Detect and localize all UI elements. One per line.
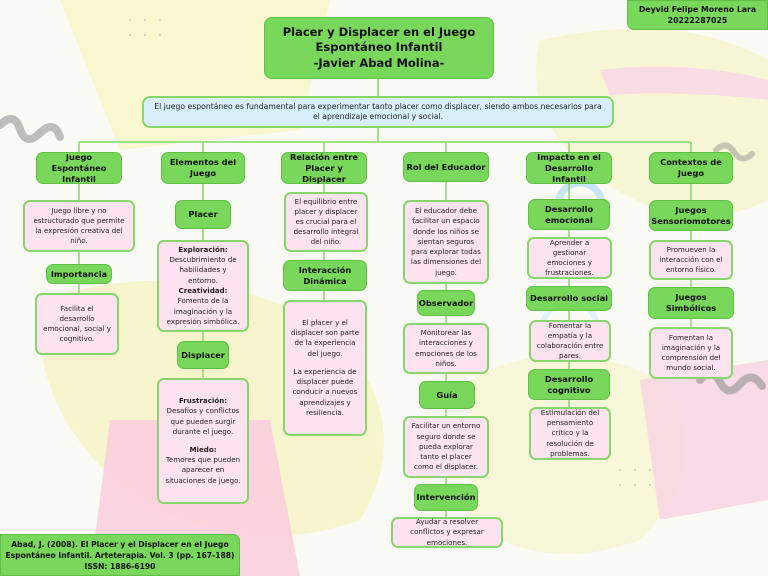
leaf-emocional: Aprender a gestionar emociones y frustra… — [527, 237, 612, 279]
leaf-equilibrio: El equilibrio entre placer y displacer e… — [284, 192, 368, 252]
leaf-intervencion: Ayudar a resolver conflictos y expresar … — [391, 517, 503, 548]
title-line-2: Espontáneo Infantil — [315, 40, 443, 55]
node-juegos-sensoriomotores: Juegos Sensoriomotores — [649, 200, 733, 231]
author-name: Deyvid Felipe Moreno Lara — [638, 5, 757, 14]
node-impacto: Impacto en el Desarrollo Infantil — [526, 152, 612, 184]
node-elementos: Elementos del Juego — [161, 152, 245, 184]
node-guia: Guía — [419, 381, 475, 409]
node-contextos: Contextos de Juego — [649, 152, 733, 184]
node-importancia: Importancia — [46, 264, 112, 284]
author-id: 20222287025 — [667, 16, 728, 25]
author-box: Deyvid Felipe Moreno Lara 20222287025 — [627, 0, 768, 30]
node-juego-espontaneo: Juego Espontáneo Infantil — [36, 152, 122, 184]
node-rol-educador: Rol del Educador — [403, 152, 489, 182]
reference-box: Abad, J. (2008). El Placer y el Displace… — [0, 534, 240, 576]
node-observador: Observador — [417, 290, 475, 316]
node-displacer: Displacer — [177, 341, 229, 369]
intro-statement: El juego espontáneo es fundamental para … — [142, 96, 614, 128]
leaf-social: Fomentar la empatía y la colaboración en… — [529, 320, 611, 362]
node-placer: Placer — [175, 200, 231, 229]
leaf-simbolicos: Fomentan la imaginación y la comprensión… — [649, 327, 733, 379]
node-intervencion: Intervención — [414, 484, 478, 511]
leaf-interaccion: El placer y el displacer son parte de la… — [283, 300, 367, 436]
leaf-placer: Exploración: Descubrimiento de habilidad… — [157, 240, 249, 332]
leaf-guia: Facilitar un entorno seguro donde se pue… — [403, 416, 489, 478]
node-desarrollo-social: Desarrollo social — [526, 286, 612, 311]
reference-line-2: Espontáneo Infantil. Arteterapia. Vol. 3… — [5, 550, 235, 560]
leaf-educador: El educador debe facilitar un espacio do… — [403, 200, 489, 284]
node-relacion: Relación entre Placer y Displacer — [281, 152, 367, 184]
node-interaccion: Interacción Dinámica — [283, 260, 367, 291]
title-line-1: Placer y Displacer en el Juego — [282, 24, 476, 39]
node-juegos-simbolicos: Juegos Simbólicos — [648, 287, 734, 319]
main-title: Placer y Displacer en el Juego Espontáne… — [264, 17, 494, 79]
leaf-importancia: Facilita el desarrollo emocional, social… — [35, 293, 119, 355]
intro-text: El juego espontáneo es fundamental para … — [154, 101, 602, 122]
node-desarrollo-cognitivo: Desarrollo cognitivo — [528, 369, 610, 400]
leaf-displacer: Frustración: Desafíos y conflictos que p… — [157, 378, 249, 504]
leaf-juego-libre: Juego libre y no estructurado que permit… — [23, 200, 135, 252]
reference-line-1: Abad, J. (2008). El Placer y el Displace… — [11, 539, 229, 549]
title-line-3: -Javier Abad Molina- — [313, 55, 445, 70]
leaf-cognitivo: Estimulación del pensamiento crítico y l… — [529, 407, 611, 460]
reference-line-3: ISSN: 1886-6190 — [84, 561, 156, 571]
node-desarrollo-emocional: Desarrollo emocional — [528, 199, 610, 230]
leaf-sensoriomotores: Promueven la interacción con el entorno … — [649, 240, 733, 280]
leaf-observador: Monitorear las interacciones y emociones… — [403, 323, 489, 374]
